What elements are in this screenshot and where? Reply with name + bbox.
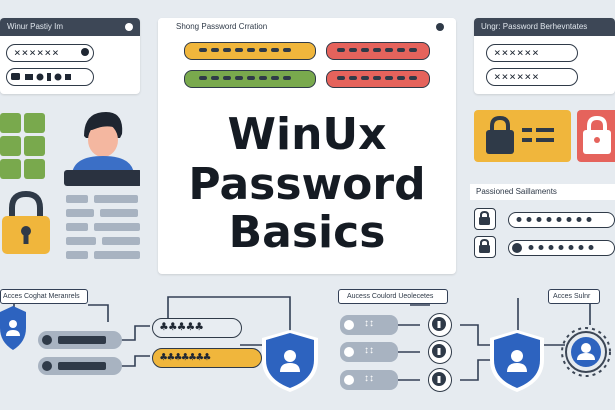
password-creation-panel: Shong Password Crration WinUx Password B… (158, 18, 456, 274)
lock-icon (474, 236, 496, 258)
strength-bar-red[interactable] (326, 42, 430, 60)
option-pill[interactable]: ↕↕ (340, 370, 398, 390)
settings-list (66, 195, 146, 267)
lock-toggle-button[interactable] (428, 368, 452, 392)
mask-dots (199, 76, 291, 80)
window-dot-icon[interactable] (125, 23, 133, 31)
eye-icon[interactable] (81, 48, 89, 56)
panel-title: Aucess Coulord Ueolecetes (338, 289, 448, 304)
toggle-row[interactable] (38, 331, 122, 349)
options-icons (11, 73, 71, 81)
strength-bar-red-2[interactable] (326, 70, 430, 88)
lock-toggle-button[interactable] (428, 340, 452, 364)
password-mask: ×××××× (494, 46, 540, 59)
mask-dots (337, 48, 417, 52)
hero-title-line-2: Password (188, 159, 426, 210)
panel-title: Acces Sulnr (548, 289, 600, 304)
mask-dots (199, 48, 291, 52)
lock-icon (583, 115, 611, 154)
password-mask: ×××××× (14, 46, 60, 59)
panel-title: Acces Coghat Meranrels (0, 289, 88, 304)
lock-icon (486, 115, 554, 154)
strength-bar-green[interactable] (184, 70, 316, 88)
password-behaviors-panel: Ungr: Password Berhevntates ×××××× ×××××… (474, 18, 615, 94)
strength-bar-yellow[interactable] (184, 42, 316, 60)
password-field[interactable]: ♣♣♣♣♣ (152, 318, 242, 338)
mask-dots (337, 76, 417, 80)
locked-card-red (577, 110, 615, 162)
lock-toggle-button[interactable] (428, 313, 452, 337)
pill-label: ↕↕ (364, 318, 374, 329)
lock-icon (0, 190, 52, 256)
gear-icon (556, 322, 615, 382)
pill-label: ↕↕ (364, 373, 374, 384)
password-field[interactable]: ×××××× (486, 68, 578, 86)
panel-title: Winur Pastiy Im (0, 18, 140, 36)
shield-icon (490, 330, 544, 392)
icon-options-field[interactable] (6, 68, 94, 86)
window-dot-icon[interactable] (436, 23, 444, 31)
user-icon (512, 243, 522, 253)
user-avatar-icon (62, 100, 142, 186)
password-field[interactable]: ×××××× (6, 44, 94, 62)
lock-icon (432, 344, 446, 358)
option-pill[interactable]: ↕↕ (340, 315, 398, 335)
option-pill[interactable]: ↕↕ (340, 342, 398, 362)
panel-title: Shong Password Crration (158, 18, 456, 36)
mask-dots (516, 217, 592, 222)
pill-label: ↕↕ (364, 345, 374, 356)
locked-card (474, 110, 571, 162)
toggle-row[interactable] (38, 357, 122, 375)
app-grid-icon (0, 113, 48, 179)
lock-icon (432, 372, 446, 386)
password-mask: ♣♣♣♣♣♣♣ (160, 350, 211, 364)
password-field[interactable]: ♣♣♣♣♣♣♣ (152, 348, 262, 368)
panel-title: Ungr: Password Berhevntates (474, 18, 615, 36)
hero-title-line-1: WinUx (227, 109, 387, 160)
shield-icon (262, 330, 318, 392)
settings-row[interactable] (474, 208, 615, 232)
panel-title: Passioned Saillaments (470, 184, 615, 200)
password-mask: ×××××× (494, 70, 540, 83)
lock-icon (474, 208, 496, 230)
mask-dots (528, 245, 594, 250)
password-mask: ♣♣♣♣♣ (160, 320, 205, 335)
password-field[interactable]: ×××××× (486, 44, 578, 62)
password-policy-panel: Winur Pastiy Im ×××××× (0, 18, 140, 94)
hero-title-line-3: Basics (228, 207, 386, 258)
lock-icon (432, 317, 446, 331)
settings-row[interactable] (474, 236, 615, 260)
shield-icon (0, 306, 26, 350)
